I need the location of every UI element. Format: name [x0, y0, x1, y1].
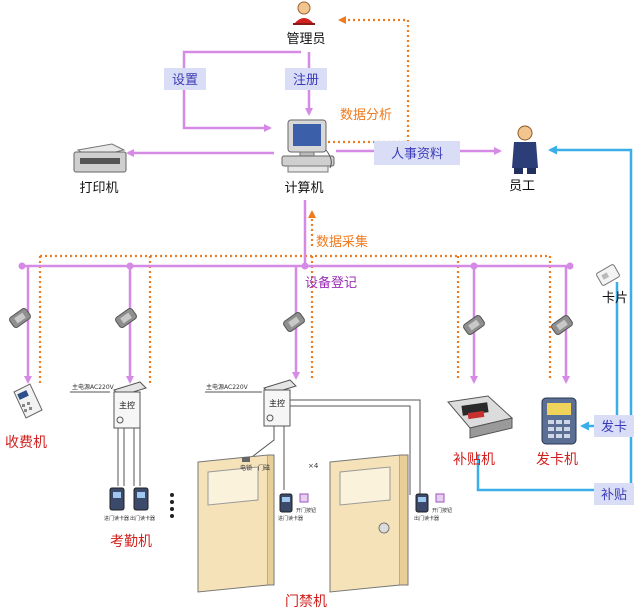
device-register-label: 设备登记 — [305, 275, 357, 291]
charge-machine-label: 收费机 — [5, 435, 47, 451]
employee-label: 员工 — [509, 179, 535, 194]
card-label: 卡片 — [602, 291, 628, 306]
subsidy-machine-label: 补贴机 — [453, 452, 495, 468]
card-issuer-icon — [541, 397, 577, 445]
access-control-label: 门禁机 — [285, 594, 327, 610]
data-analysis-label: 数据分析 — [340, 108, 392, 123]
open-button-label-right: 开门按钮 — [432, 507, 452, 514]
door-mag-label: 门磁 — [258, 464, 270, 472]
serial-connectors — [9, 308, 573, 335]
printer-icon — [73, 143, 127, 173]
data-collection-label: 数据采集 — [316, 234, 368, 250]
attendance-machine-label: 考勤机 — [110, 534, 152, 550]
controller-label-left: 主控 — [119, 400, 135, 410]
card-icon — [596, 264, 620, 286]
hr-data-label: 人事资料 — [391, 147, 443, 162]
controller-label-mid: 主控 — [269, 398, 285, 408]
device-register-network — [22, 200, 570, 384]
data-collection-network — [38, 210, 552, 385]
charge-machine-icon — [13, 383, 43, 419]
access-controller — [205, 379, 421, 495]
right-door — [329, 454, 409, 593]
reader-out-label-attendance: 出门读卡器 — [130, 515, 155, 522]
reader-out-label-door: 出门读卡器 — [414, 515, 439, 522]
reader-in-label-attendance: 进门读卡器 — [104, 515, 129, 522]
data-analysis-line — [328, 16, 410, 144]
open-button-label-left: 开门按钮 — [296, 507, 316, 514]
times-four-label: ×4 — [308, 462, 319, 470]
door-readers — [279, 493, 445, 513]
manager-icon — [293, 1, 315, 25]
card-issuer-label: 发卡机 — [536, 452, 578, 468]
setup-label: 设置 — [172, 73, 198, 88]
power-label-mid: 主电源AC220V — [206, 383, 249, 391]
computer-label: 计算机 — [284, 181, 323, 196]
power-label-left: 主电源AC220V — [72, 383, 115, 391]
junction-dots — [18, 262, 574, 270]
manager-connections — [126, 50, 313, 157]
printer-label: 打印机 — [79, 181, 118, 196]
subsidy-machine-icon — [447, 395, 514, 439]
computer-icon — [281, 119, 335, 173]
left-door — [197, 454, 275, 593]
employee-icon — [512, 125, 538, 174]
register-label: 注册 — [293, 73, 319, 88]
door-lock-label: 电锁 — [240, 464, 252, 472]
subsidy-label: 补贴 — [601, 488, 627, 503]
issue-card-label: 发卡 — [601, 419, 627, 435]
attendance-readers — [109, 487, 174, 518]
attendance-controller — [70, 381, 147, 486]
label-boxes — [164, 68, 634, 505]
manager-label: 管理员 — [286, 32, 325, 47]
reader-in-label-door: 进门读卡器 — [278, 515, 303, 522]
